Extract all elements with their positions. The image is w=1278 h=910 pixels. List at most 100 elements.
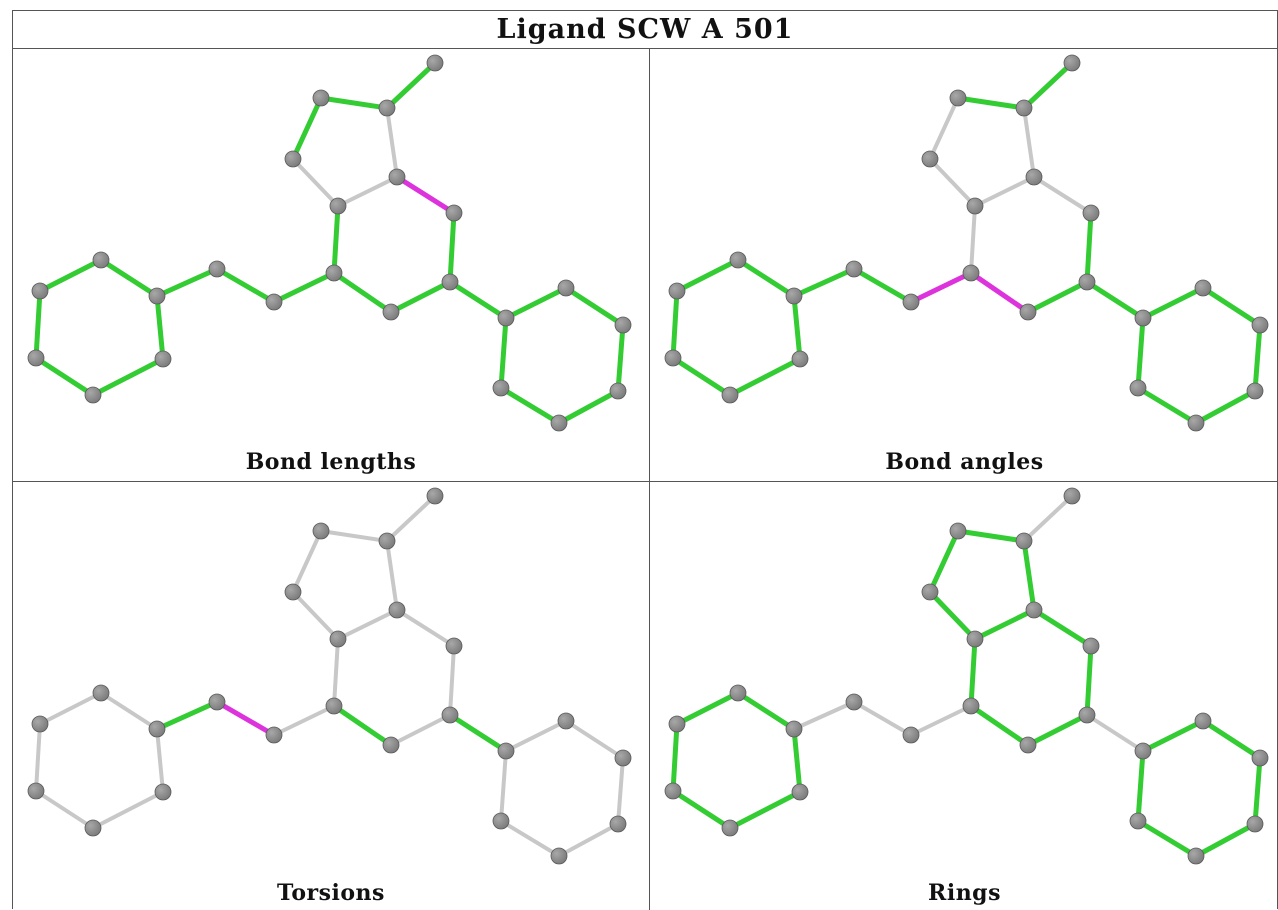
bond-ok bbox=[331, 270, 394, 315]
bond bbox=[385, 539, 399, 612]
molecule-diagram-bond-angles bbox=[664, 54, 1269, 432]
atom bbox=[1134, 742, 1152, 760]
atoms-layer bbox=[27, 487, 632, 865]
atom bbox=[31, 715, 49, 733]
bond-ok bbox=[33, 355, 96, 398]
atom bbox=[1251, 749, 1269, 767]
bond-ok bbox=[214, 266, 277, 305]
atom bbox=[329, 630, 347, 648]
bond bbox=[1022, 106, 1036, 179]
bond-ok bbox=[556, 388, 621, 426]
bond-outlier bbox=[968, 270, 1031, 315]
atom bbox=[609, 815, 627, 833]
column-divider bbox=[649, 49, 650, 910]
bond-ok bbox=[927, 589, 978, 642]
atom bbox=[1019, 736, 1037, 754]
bond-ok bbox=[90, 356, 166, 398]
bond-ok bbox=[851, 266, 914, 305]
atom bbox=[729, 684, 747, 702]
panel-rings: Rings bbox=[650, 482, 1278, 910]
atom bbox=[614, 316, 632, 334]
atom bbox=[1129, 812, 1147, 830]
atom bbox=[148, 720, 166, 738]
atom bbox=[27, 349, 45, 367]
panel-caption: Bond angles bbox=[885, 449, 1044, 475]
atom bbox=[921, 583, 939, 601]
bond-ok bbox=[154, 293, 166, 362]
atom bbox=[1082, 204, 1100, 222]
atom bbox=[609, 382, 627, 400]
bond-ok bbox=[33, 288, 43, 361]
bond-ok bbox=[1025, 279, 1090, 315]
atom bbox=[382, 303, 400, 321]
atom bbox=[966, 630, 984, 648]
atom bbox=[845, 260, 863, 278]
atom bbox=[426, 54, 444, 72]
bonds-layer bbox=[670, 494, 1263, 859]
bond bbox=[99, 691, 159, 731]
bond bbox=[557, 822, 620, 858]
atom bbox=[785, 720, 803, 738]
bond bbox=[499, 819, 561, 858]
molecule-diagram-torsions bbox=[27, 487, 632, 865]
bond-ok bbox=[498, 385, 562, 426]
atom bbox=[31, 282, 49, 300]
atom bbox=[664, 349, 682, 367]
atom bbox=[154, 350, 172, 368]
bond bbox=[395, 608, 456, 648]
atom bbox=[668, 282, 686, 300]
atom bbox=[1063, 54, 1081, 72]
atom bbox=[92, 684, 110, 702]
bond bbox=[91, 790, 165, 830]
atom bbox=[265, 293, 283, 311]
bond bbox=[852, 700, 913, 737]
bond-ok bbox=[674, 257, 741, 294]
atom bbox=[664, 782, 682, 800]
molecule-diagram-bond-lengths bbox=[27, 54, 632, 432]
atom bbox=[1025, 168, 1043, 186]
row-divider bbox=[13, 481, 1278, 482]
atom bbox=[1078, 273, 1096, 291]
atom bbox=[1015, 532, 1033, 550]
panel-torsions: Torsions bbox=[13, 482, 649, 910]
bond bbox=[792, 700, 856, 731]
figure-title: Ligand SCW A 501 bbox=[496, 14, 794, 45]
atom bbox=[378, 99, 396, 117]
bonds-layer bbox=[34, 494, 625, 858]
atom bbox=[378, 532, 396, 550]
bond bbox=[973, 175, 1036, 208]
atoms-layer bbox=[664, 487, 1269, 865]
bond-ok bbox=[447, 279, 509, 321]
atom bbox=[729, 251, 747, 269]
bond-outlier bbox=[908, 270, 974, 305]
bond-ok bbox=[727, 356, 803, 398]
bond-ok bbox=[331, 703, 394, 748]
atoms-layer bbox=[27, 54, 632, 432]
atom bbox=[668, 715, 686, 733]
bond-ok bbox=[1135, 818, 1199, 859]
atom bbox=[845, 693, 863, 711]
atom bbox=[1063, 487, 1081, 505]
atom bbox=[382, 736, 400, 754]
bond-ok bbox=[1025, 712, 1090, 748]
bond-ok bbox=[670, 288, 680, 361]
bond-ok bbox=[388, 279, 453, 315]
bond-ok bbox=[670, 721, 680, 794]
atom bbox=[497, 309, 515, 327]
bond-ok bbox=[1140, 718, 1206, 754]
atom bbox=[284, 150, 302, 168]
bond-outlier bbox=[394, 174, 457, 216]
atom bbox=[445, 204, 463, 222]
bond-ok bbox=[791, 266, 857, 299]
atom bbox=[921, 150, 939, 168]
title-row: Ligand SCW A 501 bbox=[13, 11, 1277, 49]
bond bbox=[291, 529, 323, 594]
atom bbox=[148, 287, 166, 305]
bond-ok bbox=[735, 257, 797, 299]
bond-ok bbox=[1252, 322, 1263, 394]
atom bbox=[1134, 309, 1152, 327]
bond-ok bbox=[670, 788, 733, 831]
bond-ok bbox=[331, 203, 341, 276]
atom bbox=[1187, 847, 1205, 865]
panel-caption: Rings bbox=[928, 880, 1001, 906]
